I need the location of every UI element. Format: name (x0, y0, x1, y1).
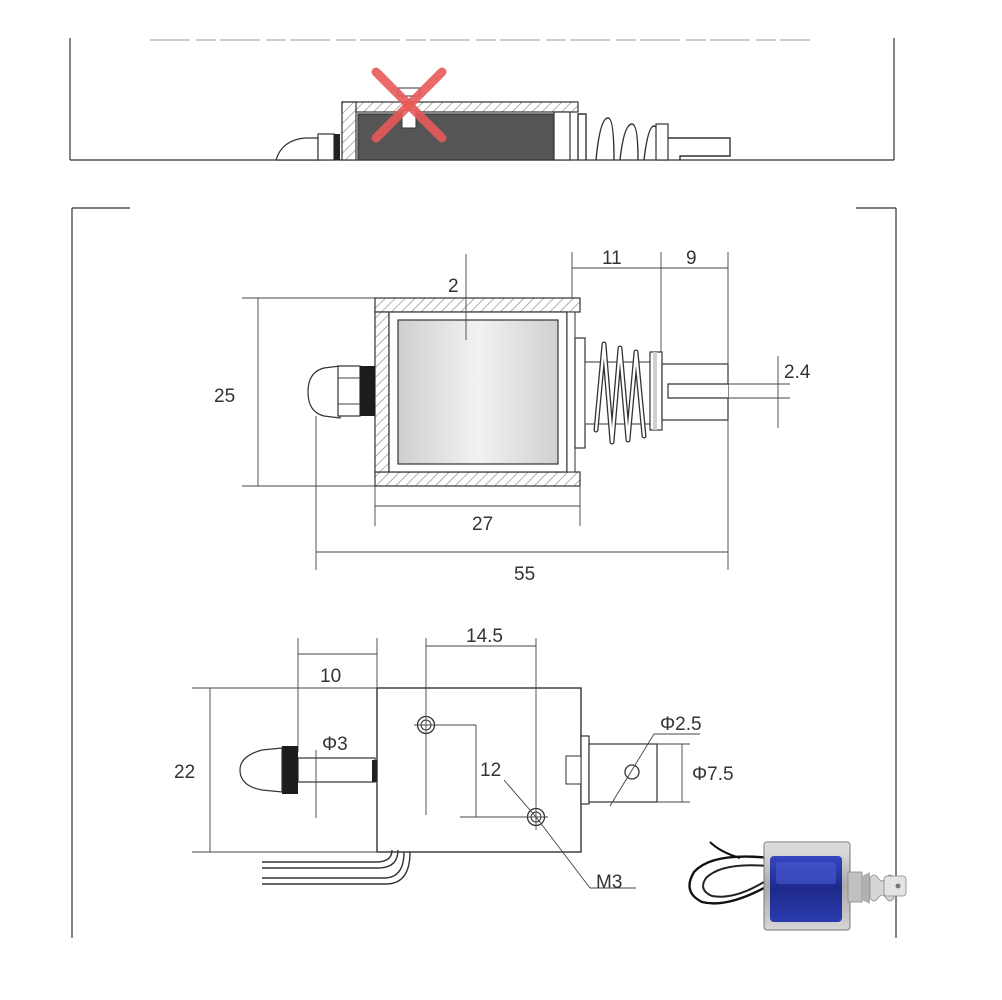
main-frame (71, 207, 897, 938)
dim-wall-label: 2 (448, 276, 459, 297)
dim-plunger-dia-label: Φ7.5 (692, 764, 734, 785)
dim-hole-spacing-label: 14.5 (466, 626, 503, 647)
dim-width-label: 22 (174, 762, 195, 783)
dim-spring-label: 11 (602, 248, 622, 269)
dim-shaft-end-label: 9 (686, 248, 697, 269)
dim-small-hole-label: Φ2.5 (660, 714, 702, 735)
dim-body-length-label: 27 (472, 514, 493, 535)
top-crop-panel (69, 38, 895, 161)
top-view: 14.5 10 22 Φ3 12 M3 Φ2.5 Φ7.5 (174, 626, 734, 893)
dim-offset-label: 10 (320, 666, 341, 687)
dim-total-length-label: 55 (514, 564, 535, 585)
dim-slot-label: 2.4 (784, 362, 811, 383)
side-view: 2 11 9 2.4 25 27 55 (214, 248, 811, 585)
solenoid-photo (688, 841, 907, 931)
dim-thread-label: M3 (596, 872, 622, 893)
dim-hole-vertical-label: 12 (480, 760, 501, 781)
dim-pin-dia-label: Φ3 (322, 734, 348, 755)
dim-height-label: 25 (214, 386, 235, 407)
cross-mark-icon (371, 67, 447, 143)
